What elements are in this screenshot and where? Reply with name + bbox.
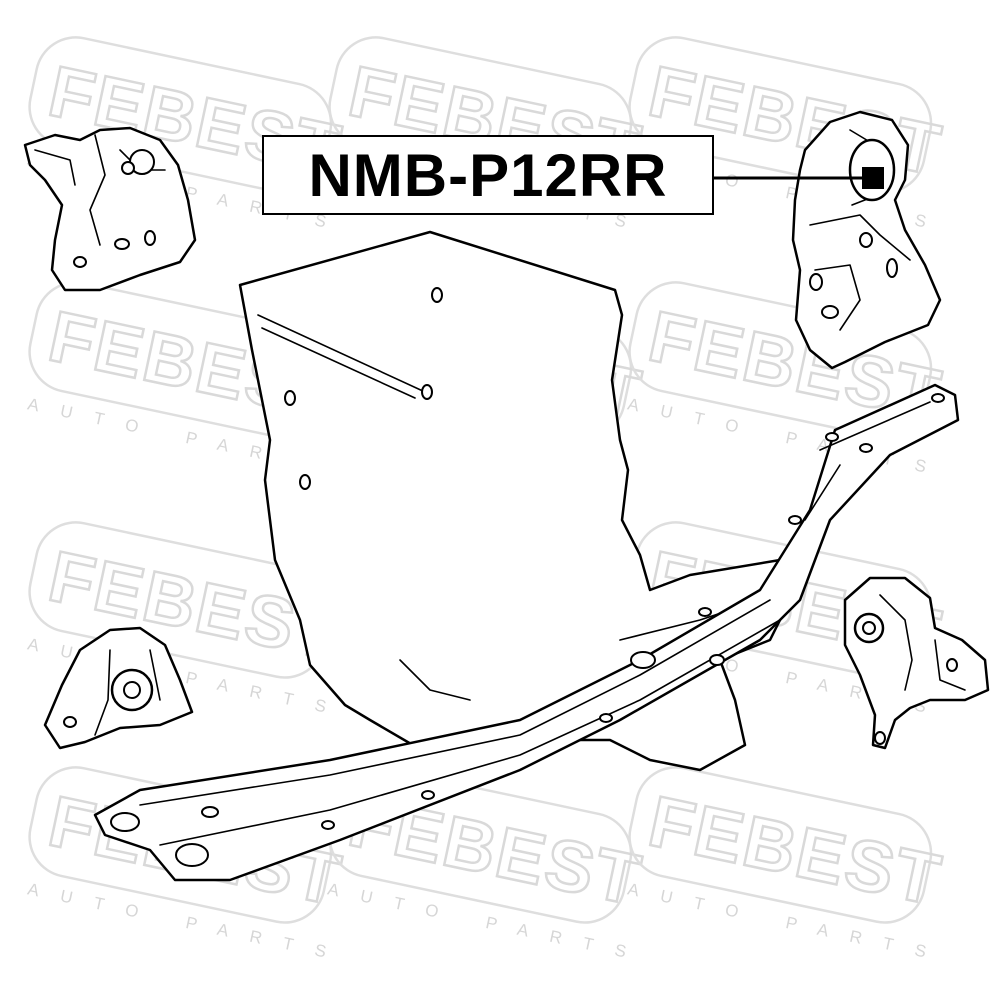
front-crossmember bbox=[93, 383, 960, 882]
callout bbox=[714, 167, 884, 189]
marker-square bbox=[862, 167, 884, 189]
part-number-label: NMB-P12RR bbox=[262, 135, 714, 215]
engine-block bbox=[238, 230, 792, 772]
watermark-tile: FEBEST AUTO PARTS bbox=[626, 766, 950, 966]
mount-upper-left bbox=[23, 126, 197, 292]
mount-lower-right bbox=[843, 576, 990, 750]
mount-lower-left bbox=[43, 626, 194, 750]
